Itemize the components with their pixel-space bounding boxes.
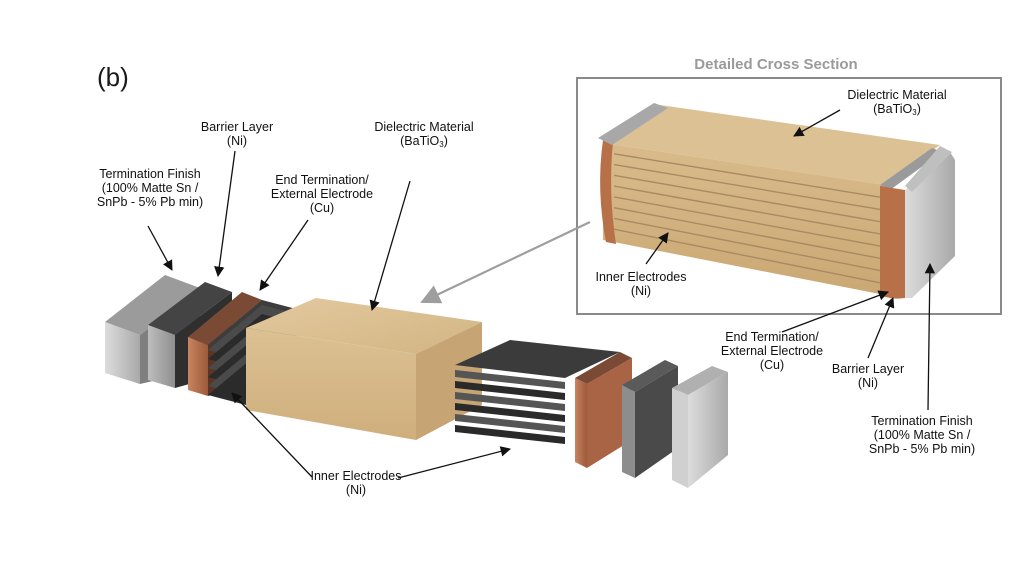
cs-electrode-line xyxy=(613,206,881,260)
label-cs-barrier-layer: Barrier Layer (Ni) xyxy=(831,362,905,390)
electrode-plate xyxy=(455,370,565,389)
electrode-plate xyxy=(455,425,565,444)
cross-section-pointer-arrow xyxy=(420,221,591,304)
label-inner-electrodes: Inner Electrodes (Ni) xyxy=(310,469,402,497)
label-cs-termination-finish: Termination Finish (100% Matte Sn / SnPb… xyxy=(868,414,976,456)
leader-lines xyxy=(147,109,936,479)
label-cs-inner-electrodes: Inner Electrodes (Ni) xyxy=(595,270,687,298)
label-end-termination: End Termination/ External Electrode (Cu) xyxy=(270,173,374,215)
right-termination-finish-block xyxy=(672,366,728,488)
cs-electrode-line xyxy=(613,185,881,235)
cs-electrode-line xyxy=(613,153,881,198)
electrode-plate xyxy=(455,381,565,400)
dielectric-body xyxy=(246,298,482,440)
cs-electrode-line xyxy=(613,163,881,211)
right-end-termination-block xyxy=(575,352,632,468)
cross-section-title: Detailed Cross Section xyxy=(694,56,858,73)
cross-section-chip xyxy=(598,103,955,299)
right-barrier-layer-block xyxy=(622,360,678,478)
right-inner-electrodes-stack xyxy=(455,340,620,444)
electrode-plate xyxy=(455,403,565,422)
cs-electrode-line xyxy=(613,228,881,284)
label-cs-dielectric-material: Dielectric Material (BaTiO3) xyxy=(847,88,947,117)
label-barrier-layer: Barrier Layer (Ni) xyxy=(200,120,274,148)
electrode-plate xyxy=(455,392,565,411)
label-cs-end-termination: End Termination/ External Electrode (Cu) xyxy=(720,330,824,372)
cs-electrode-line xyxy=(613,196,881,247)
label-dielectric-material: Dielectric Material (BaTiO3) xyxy=(374,120,474,149)
electrode-plate xyxy=(455,414,565,433)
cs-electrode-line xyxy=(613,217,881,272)
cs-electrode-line xyxy=(613,174,881,223)
panel-label: (b) xyxy=(97,62,129,92)
label-termination-finish: Termination Finish (100% Matte Sn / SnPb… xyxy=(96,167,204,209)
